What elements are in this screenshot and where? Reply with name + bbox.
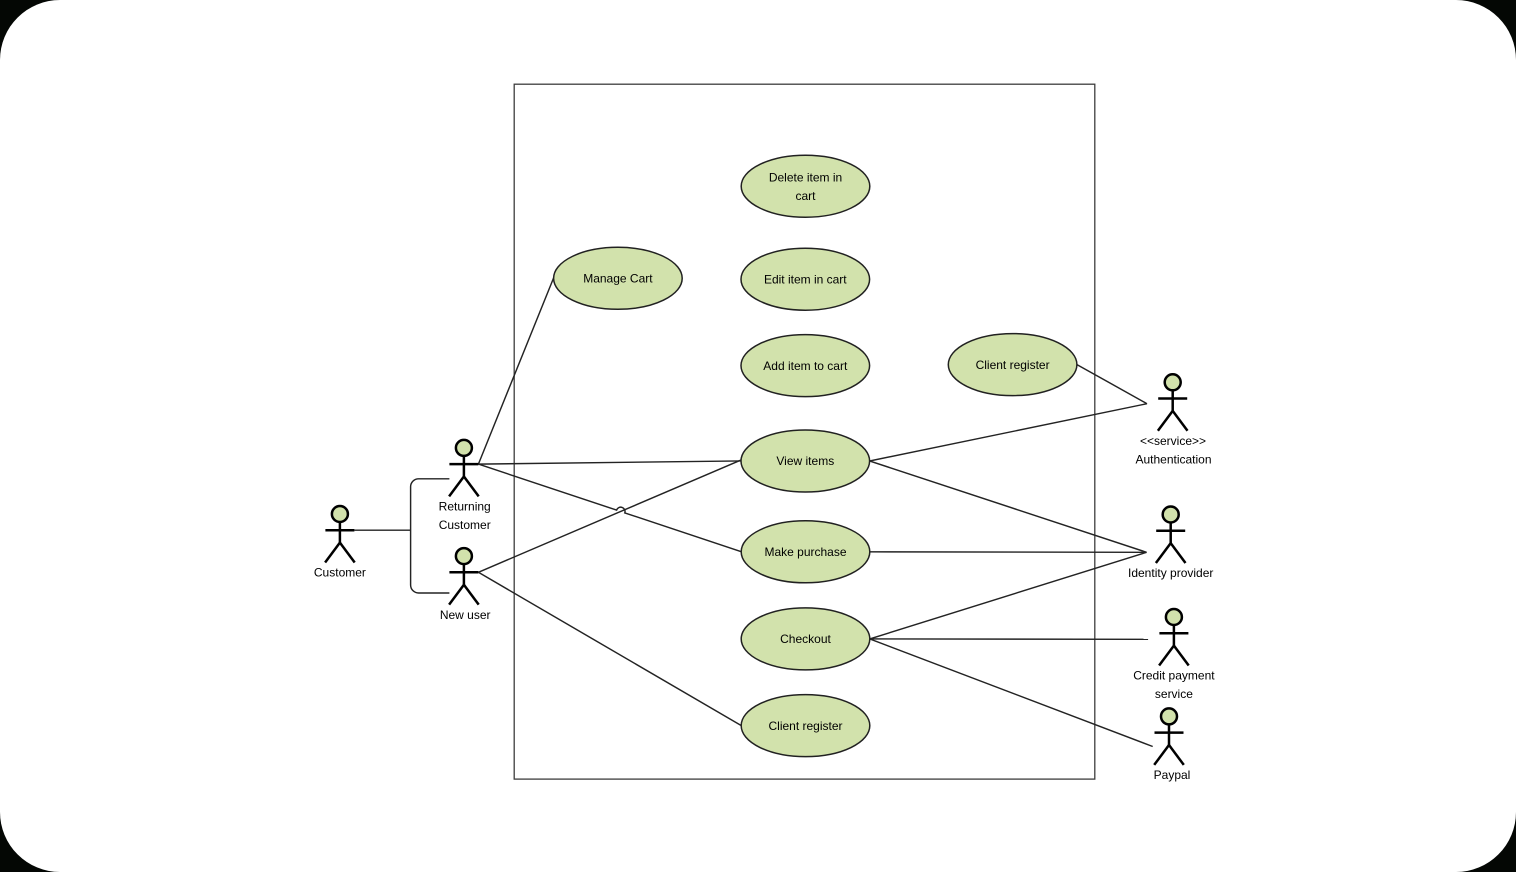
- svg-text:Customer: Customer: [439, 518, 491, 532]
- svg-text:service: service: [1155, 687, 1193, 701]
- svg-text:Identity provider: Identity provider: [1128, 566, 1213, 580]
- svg-text:Returning: Returning: [439, 500, 491, 514]
- svg-text:View items: View items: [776, 454, 834, 468]
- svg-text:Delete item in: Delete item in: [769, 170, 842, 184]
- svg-text:Add item to cart: Add item to cart: [763, 359, 848, 373]
- svg-text:Make purchase: Make purchase: [764, 545, 846, 559]
- svg-text:Checkout: Checkout: [780, 632, 831, 646]
- svg-text:<<service>>: <<service>>: [1140, 434, 1206, 448]
- svg-text:Client register: Client register: [768, 719, 842, 733]
- svg-text:New user: New user: [440, 608, 491, 622]
- svg-text:Edit item in cart: Edit item in cart: [764, 272, 847, 286]
- svg-text:Credit payment: Credit payment: [1133, 668, 1215, 682]
- svg-text:Customer: Customer: [314, 566, 366, 580]
- svg-text:cart: cart: [795, 189, 816, 203]
- svg-text:Paypal: Paypal: [1154, 768, 1191, 782]
- svg-text:Client register: Client register: [976, 358, 1050, 372]
- svg-text:Manage Cart: Manage Cart: [583, 272, 653, 286]
- svg-text:Authentication: Authentication: [1135, 452, 1211, 466]
